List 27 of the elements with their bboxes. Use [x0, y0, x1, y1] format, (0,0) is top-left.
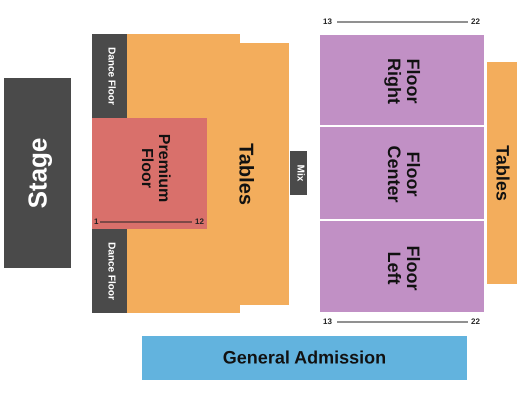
section-label: Floor Left [384, 244, 422, 292]
seating-section [319, 220, 485, 313]
section-label: Stage [24, 136, 52, 210]
seating-section [142, 336, 467, 380]
section-label: General Admission [222, 348, 388, 368]
section-label: Tables [234, 142, 256, 207]
seating-section [319, 126, 485, 220]
section-label: Floor Right [384, 57, 422, 106]
row-number: 12 [195, 217, 204, 226]
row-number: 1 [94, 217, 98, 226]
section-label: Mix [293, 164, 304, 184]
section-label: Dance Floor [104, 241, 115, 302]
seating-section [487, 62, 517, 284]
stage-block [4, 78, 71, 268]
section-label: Floor Center [384, 144, 422, 204]
seating-section [92, 118, 207, 229]
section-label: Dance Floor [104, 46, 115, 107]
section-label: Premium Floor [137, 132, 171, 204]
row-number: 13 [323, 317, 332, 326]
seating-section [92, 34, 127, 118]
row-number: 13 [323, 17, 332, 26]
seating-section [92, 229, 127, 313]
section-label: Tables [492, 144, 512, 203]
row-number: 22 [471, 17, 480, 26]
seating-section [319, 34, 485, 126]
seating-section [290, 151, 307, 195]
row-number: 22 [471, 317, 480, 326]
